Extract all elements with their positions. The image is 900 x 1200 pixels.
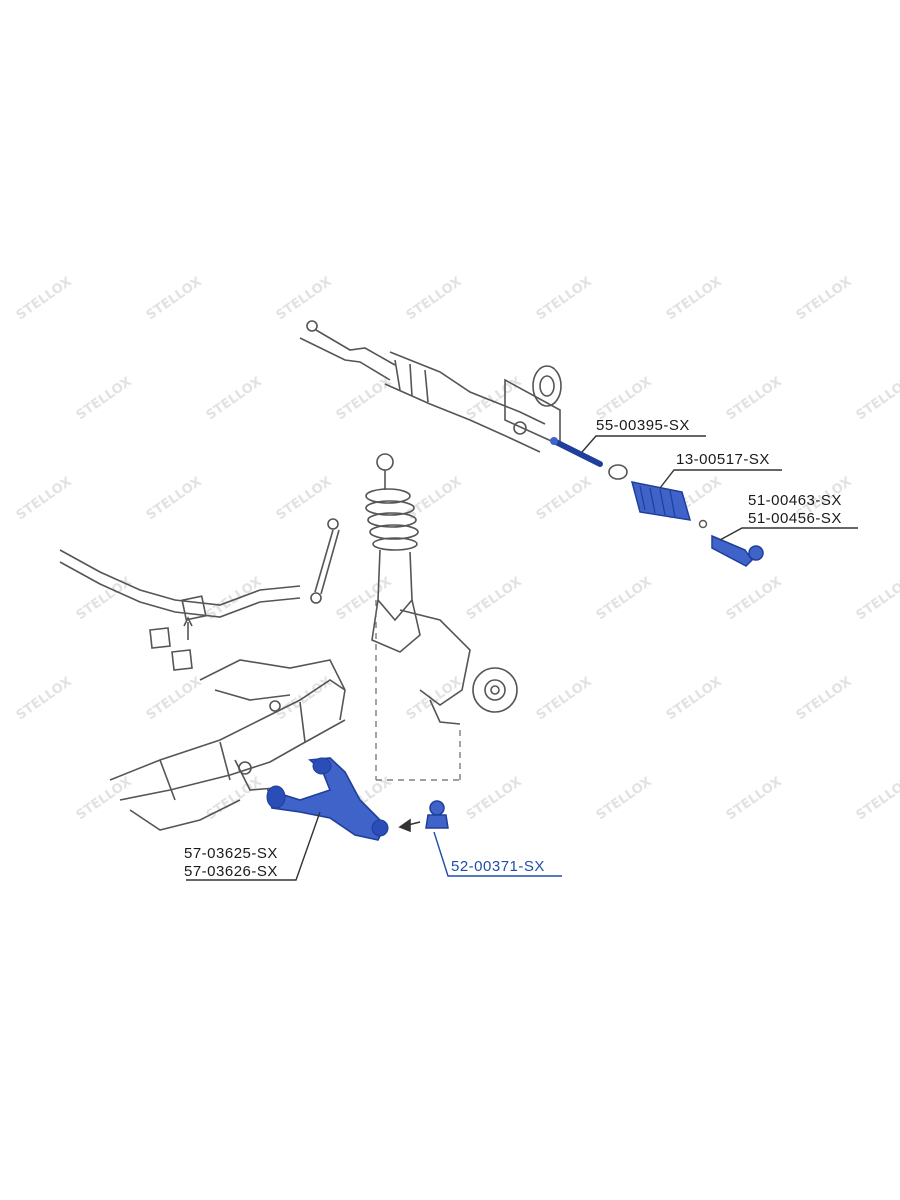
callout-label-steering-boot: 13-00517-SX	[676, 451, 770, 468]
callout-label-tie-rod-axial: 55-00395-SX	[596, 417, 690, 434]
watermark-text: STELLOX	[404, 674, 465, 723]
guide-lines	[375, 600, 461, 781]
stabilizer	[59, 518, 340, 671]
watermark-text: STELLOX	[274, 274, 335, 323]
watermark-text: STELLOX	[14, 474, 75, 523]
steering-boot-part	[608, 464, 708, 529]
watermark-text: STELLOX	[74, 574, 135, 623]
watermark-text: STELLOX	[594, 374, 655, 423]
callout-label-tie-rod-end-2: 51-00456-SX	[748, 510, 842, 527]
watermark-text: STELLOX	[144, 474, 205, 523]
watermark-text: STELLOX	[794, 674, 855, 723]
watermark-text: STELLOX	[724, 774, 785, 823]
watermark-text: STELLOX	[144, 674, 205, 723]
watermark-text: STELLOX	[534, 674, 595, 723]
watermark-text: STELLOX	[464, 774, 525, 823]
watermark-text: STELLOX	[144, 274, 205, 323]
watermark-text: STELLOX	[14, 274, 75, 323]
assembly-arrow	[398, 818, 421, 833]
watermark-text: STELLOX	[74, 374, 135, 423]
ball-joint-part	[425, 800, 449, 829]
leader-lines	[186, 435, 858, 881]
watermark-text: STELLOX	[274, 674, 335, 723]
watermark-text: STELLOX	[854, 774, 900, 823]
callout-label-control-arm-2: 57-03626-SX	[184, 863, 278, 880]
tie-rod-axial-part	[550, 437, 603, 467]
watermark-text: STELLOX	[594, 574, 655, 623]
watermark-text: STELLOX	[664, 274, 725, 323]
tie-rod-end-part	[711, 534, 764, 567]
watermark-text: STELLOX	[464, 574, 525, 623]
highlighted-parts	[266, 437, 764, 841]
watermark-text: STELLOX	[794, 274, 855, 323]
callout-label-control-arm-1: 57-03625-SX	[184, 845, 278, 862]
watermark-text: STELLOX	[14, 674, 75, 723]
strut-assembly	[365, 453, 518, 725]
control-arm-part	[266, 757, 389, 841]
watermark-layer: STELLOX STELLOX STELLOX STELLOX STELLOX STELL…	[14, 274, 900, 823]
watermark-text: STELLOX	[664, 674, 725, 723]
watermark-text: STELLOX	[854, 374, 900, 423]
watermark-text: STELLOX	[274, 474, 335, 523]
watermark-text: STELLOX	[724, 374, 785, 423]
watermark-text: STELLOX	[334, 374, 395, 423]
watermark-text: STELLOX	[334, 574, 395, 623]
watermark-text: STELLOX	[724, 574, 785, 623]
callout-label-tie-rod-end-1: 51-00463-SX	[748, 492, 842, 509]
watermark-text: STELLOX	[204, 774, 265, 823]
watermark-text: STELLOX	[464, 374, 525, 423]
watermark-text: STELLOX	[534, 274, 595, 323]
watermark-text: STELLOX	[204, 374, 265, 423]
subframe	[109, 659, 346, 831]
watermark-text: STELLOX	[404, 274, 465, 323]
watermark-text: STELLOX	[854, 574, 900, 623]
watermark-text: STELLOX	[594, 774, 655, 823]
watermark-text: STELLOX	[534, 474, 595, 523]
callout-label-ball-joint: 52-00371-SX	[451, 858, 545, 875]
